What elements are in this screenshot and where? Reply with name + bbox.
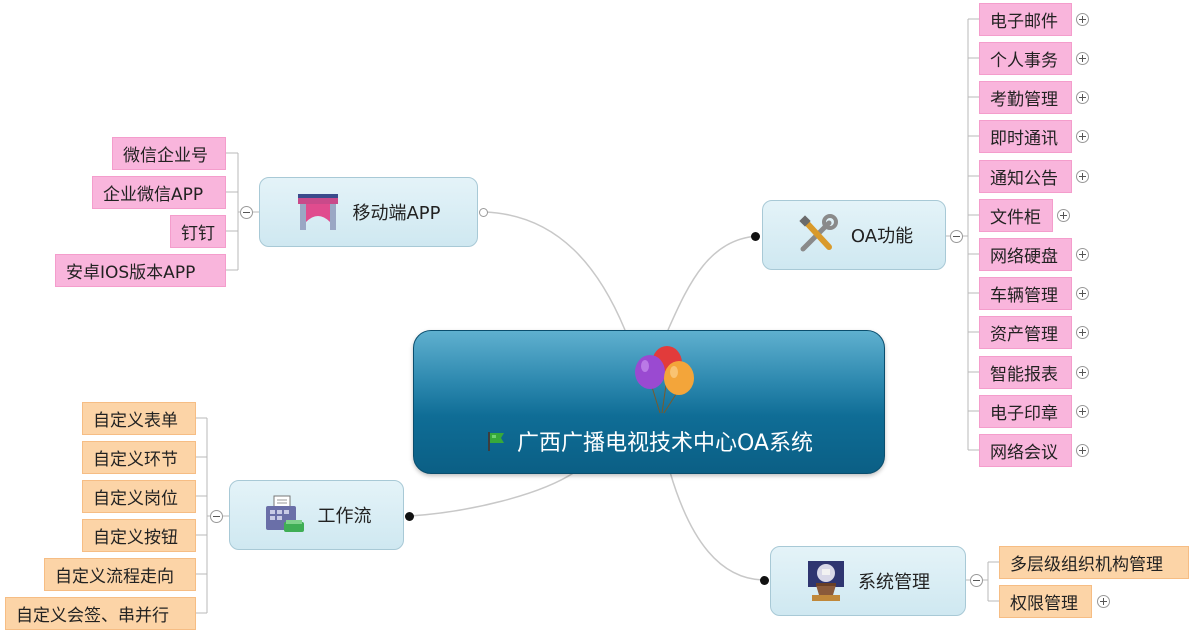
branch-system-label: 系统管理 [858, 572, 930, 593]
branch-mobile-app[interactable]: 移动端APP [259, 177, 478, 247]
expand-asset-management[interactable] [1076, 326, 1089, 339]
leaf-personal-affairs[interactable]: 个人事务 [979, 42, 1072, 75]
root-title: 广西广播电视技术中心OA系统 [517, 431, 813, 456]
leaf-custom-step[interactable]: 自定义环节 [82, 441, 196, 474]
expand-web-meeting[interactable] [1076, 444, 1089, 457]
root-topic[interactable]: 广西广播电视技术中心OA系统 [413, 330, 885, 474]
leaf-email[interactable]: 电子邮件 [979, 3, 1072, 36]
leaf-custom-button[interactable]: 自定义按钮 [82, 519, 196, 552]
leaf-vehicle-management[interactable]: 车辆管理 [979, 277, 1072, 310]
leaf-permission-management[interactable]: 权限管理 [999, 585, 1092, 618]
branch-oa-functions[interactable]: OA功能 [762, 200, 946, 270]
leaf-instant-messaging[interactable]: 即时通讯 [979, 120, 1072, 153]
branch-oa-label: OA功能 [850, 226, 914, 247]
oa-connector-dot [751, 232, 760, 241]
podium-icon [808, 561, 844, 601]
leaf-web-meeting[interactable]: 网络会议 [979, 434, 1072, 467]
leaf-android-ios-app[interactable]: 安卓IOS版本APP [55, 254, 226, 287]
balloons-icon [635, 346, 694, 414]
leaf-notice[interactable]: 通知公告 [979, 160, 1072, 193]
expand-email[interactable] [1076, 13, 1089, 26]
system-connector-dot [760, 576, 769, 585]
branch-workflow[interactable]: 工作流 [229, 480, 404, 550]
cash-register-icon [265, 495, 304, 532]
leaf-custom-form[interactable]: 自定义表单 [82, 402, 196, 435]
branch-workflow-label: 工作流 [317, 506, 372, 527]
leaf-attendance[interactable]: 考勤管理 [979, 81, 1072, 114]
leaf-dingtalk[interactable]: 钉钉 [170, 215, 226, 248]
leaf-wecom-app[interactable]: 企业微信APP [92, 176, 226, 209]
branch-system-management[interactable]: 系统管理 [770, 546, 966, 616]
branch-mobile-label: 移动端APP [352, 203, 441, 224]
oa-collapse-toggle[interactable] [950, 230, 963, 243]
workflow-collapse-toggle[interactable] [210, 510, 223, 523]
workflow-connector-dot [405, 512, 414, 521]
flag-icon [488, 432, 504, 451]
leaf-custom-post[interactable]: 自定义岗位 [82, 480, 196, 513]
expand-e-seal[interactable] [1076, 405, 1089, 418]
leaf-multilevel-org[interactable]: 多层级组织机构管理 [999, 546, 1189, 579]
leaf-network-disk[interactable]: 网络硬盘 [979, 238, 1072, 271]
leaf-file-cabinet[interactable]: 文件柜 [979, 199, 1053, 232]
expand-file-cabinet[interactable] [1057, 209, 1070, 222]
expand-vehicle-management[interactable] [1076, 287, 1089, 300]
expand-network-disk[interactable] [1076, 248, 1089, 261]
tools-icon [799, 214, 838, 252]
leaf-asset-management[interactable]: 资产管理 [979, 316, 1072, 349]
expand-permission-management[interactable] [1097, 595, 1110, 608]
system-collapse-toggle[interactable] [970, 574, 983, 587]
leaf-e-seal[interactable]: 电子印章 [979, 395, 1072, 428]
mobile-connector-dot [479, 208, 488, 217]
expand-attendance[interactable] [1076, 91, 1089, 104]
mobile-collapse-toggle[interactable] [240, 206, 253, 219]
leaf-wechat-enterprise[interactable]: 微信企业号 [112, 137, 226, 170]
expand-notice[interactable] [1076, 170, 1089, 183]
leaf-custom-flow-direction[interactable]: 自定义流程走向 [44, 558, 196, 591]
expand-personal-affairs[interactable] [1076, 52, 1089, 65]
gate-icon [298, 194, 339, 230]
expand-instant-messaging[interactable] [1076, 130, 1089, 143]
leaf-custom-countersign[interactable]: 自定义会签、串并行 [5, 597, 196, 630]
leaf-smart-reports[interactable]: 智能报表 [979, 356, 1072, 389]
expand-smart-reports[interactable] [1076, 366, 1089, 379]
